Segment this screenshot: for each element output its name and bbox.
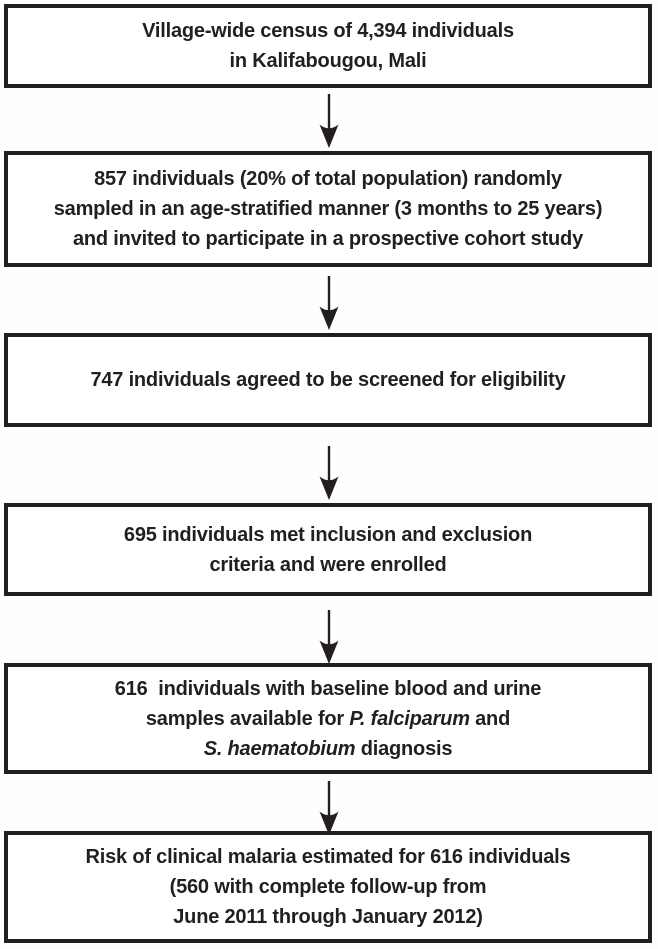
flow-box-line: 857 individuals (20% of total population… bbox=[94, 168, 562, 190]
flow-box-risk-estimated: Risk of clinical malaria estimated for 6… bbox=[4, 831, 652, 943]
flow-box-baseline-samples: 616 individuals with baseline blood and … bbox=[4, 663, 652, 774]
down-arrow-icon bbox=[319, 94, 339, 148]
flow-box-line: sampled in an age-stratified manner (3 m… bbox=[53, 198, 603, 220]
flow-box-line: and invited to participate in a prospect… bbox=[72, 228, 583, 250]
flow-box-line: samples available for P. falciparum and bbox=[145, 707, 511, 730]
flow-box-line: criteria and were enrolled bbox=[209, 553, 447, 576]
flow-box-census: Village-wide census of 4,394 individuals… bbox=[4, 4, 652, 88]
flow-box-line: Risk of clinical malaria estimated for 6… bbox=[85, 846, 571, 868]
flow-box-line: in Kalifabougou, Mali bbox=[229, 50, 427, 72]
flow-box-line: 616 individuals with baseline blood and … bbox=[114, 677, 542, 700]
down-arrow-icon bbox=[319, 446, 339, 500]
flow-box-line: June 2011 through January 2012) bbox=[173, 906, 483, 928]
flow-box-line: (560 with complete follow-up from bbox=[169, 876, 487, 898]
flow-box-line: S. haematobium diagnosis bbox=[203, 737, 453, 760]
flow-box-sampled-invited: 857 individuals (20% of total population… bbox=[4, 151, 652, 267]
down-arrow-icon bbox=[319, 781, 339, 835]
flow-box-line: Village-wide census of 4,394 individuals bbox=[142, 20, 514, 42]
down-arrow-icon bbox=[319, 610, 339, 664]
flow-box-agreed-screening: 747 individuals agreed to be screened fo… bbox=[4, 333, 652, 427]
down-arrow-icon bbox=[319, 276, 339, 330]
flow-box-line: 695 individuals met inclusion and exclus… bbox=[123, 523, 533, 546]
flow-box-line: 747 individuals agreed to be screened fo… bbox=[90, 369, 566, 391]
flow-box-enrolled: 695 individuals met inclusion and exclus… bbox=[4, 503, 652, 596]
